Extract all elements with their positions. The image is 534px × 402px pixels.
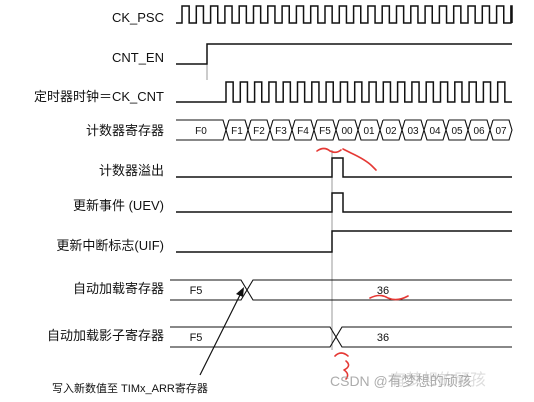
counter-value-label: 02	[385, 126, 397, 137]
counter-overflow-waveform	[176, 157, 512, 178]
counter-value-cell	[335, 119, 359, 141]
counter-value-label: F1	[231, 126, 243, 137]
auto-reload-shadow-register-bus	[170, 326, 512, 348]
label-counter-overflow: 计数器溢出	[99, 163, 164, 178]
shadow-transition-annotation-mark	[334, 352, 350, 380]
watermark: CSDN @有梦想的顽孩	[330, 373, 472, 389]
label-auto-reload-register: 自动加载寄存器	[73, 281, 164, 296]
counter-value-label: F0	[195, 126, 207, 137]
counter-value-cell	[269, 119, 293, 141]
counter-value-label: 03	[407, 126, 419, 137]
counter-value-cell	[489, 119, 513, 141]
counter-value-cell	[379, 119, 403, 141]
counter-value-cell	[313, 119, 337, 141]
label-auto-reload-shadow-register: 自动加载影子寄存器	[47, 328, 164, 343]
ck-cnt-waveform	[176, 81, 512, 103]
counter-value-label: 06	[473, 126, 485, 137]
counter-value-label: 00	[341, 126, 353, 137]
arr-value-underline-mark	[369, 294, 409, 301]
update-event-waveform	[176, 192, 512, 213]
counter-value-cell	[357, 119, 381, 141]
counter-value-label: F3	[275, 126, 287, 137]
counter-value-cell	[445, 119, 469, 141]
write-pointer-arrowhead	[236, 287, 244, 297]
counter-value-label: F5	[319, 126, 331, 137]
arr-value-after: 36	[377, 285, 389, 297]
arr-value-before: F5	[190, 285, 203, 297]
counter-value-cell	[225, 119, 249, 141]
write-new-value-note: 写入新数值至 TIMx_ARR寄存器	[52, 381, 208, 395]
auto-reload-register-bus	[170, 279, 512, 301]
counter-value-cell	[291, 119, 315, 141]
counter-value-cell	[247, 119, 271, 141]
counter-value-cell	[401, 119, 425, 141]
counter-value-label: F2	[253, 126, 265, 137]
label-update-event: 更新事件 (UEV)	[73, 198, 164, 213]
label-update-interrupt-flag: 更新中断标志(UIF)	[56, 238, 164, 253]
write-pointer-arrow-line	[199, 290, 243, 376]
ck-psc-waveform	[176, 5, 513, 24]
counter-value-label: 07	[495, 126, 507, 137]
counter-value-label: F4	[297, 126, 309, 137]
label-ck-psc: CK_PSC	[112, 10, 164, 25]
counter-value-label: 01	[363, 126, 375, 137]
label-counter-register: 计数器寄存器	[86, 123, 164, 138]
label-cnt-en: CNT_EN	[112, 50, 164, 65]
arr-shadow-value-after: 36	[377, 332, 389, 344]
counter-value-cell	[423, 119, 447, 141]
counter-register-bus: F0 F1 F2 F3 F4 F5 00 01 02 03 04 05 06 07	[176, 119, 513, 141]
counter-value-label: 04	[429, 126, 441, 137]
overflow-annotation-mark	[316, 147, 377, 171]
update-interrupt-flag-waveform	[176, 230, 512, 253]
counter-value-label: 05	[451, 126, 463, 137]
cnt-en-waveform	[176, 43, 512, 65]
arr-shadow-value-before: F5	[190, 332, 203, 344]
label-ck-cnt: 定时器时钟＝CK_CNT	[34, 89, 164, 104]
watermark-background: 有梦想的顽孩	[390, 371, 486, 389]
counter-value-cell	[467, 119, 491, 141]
